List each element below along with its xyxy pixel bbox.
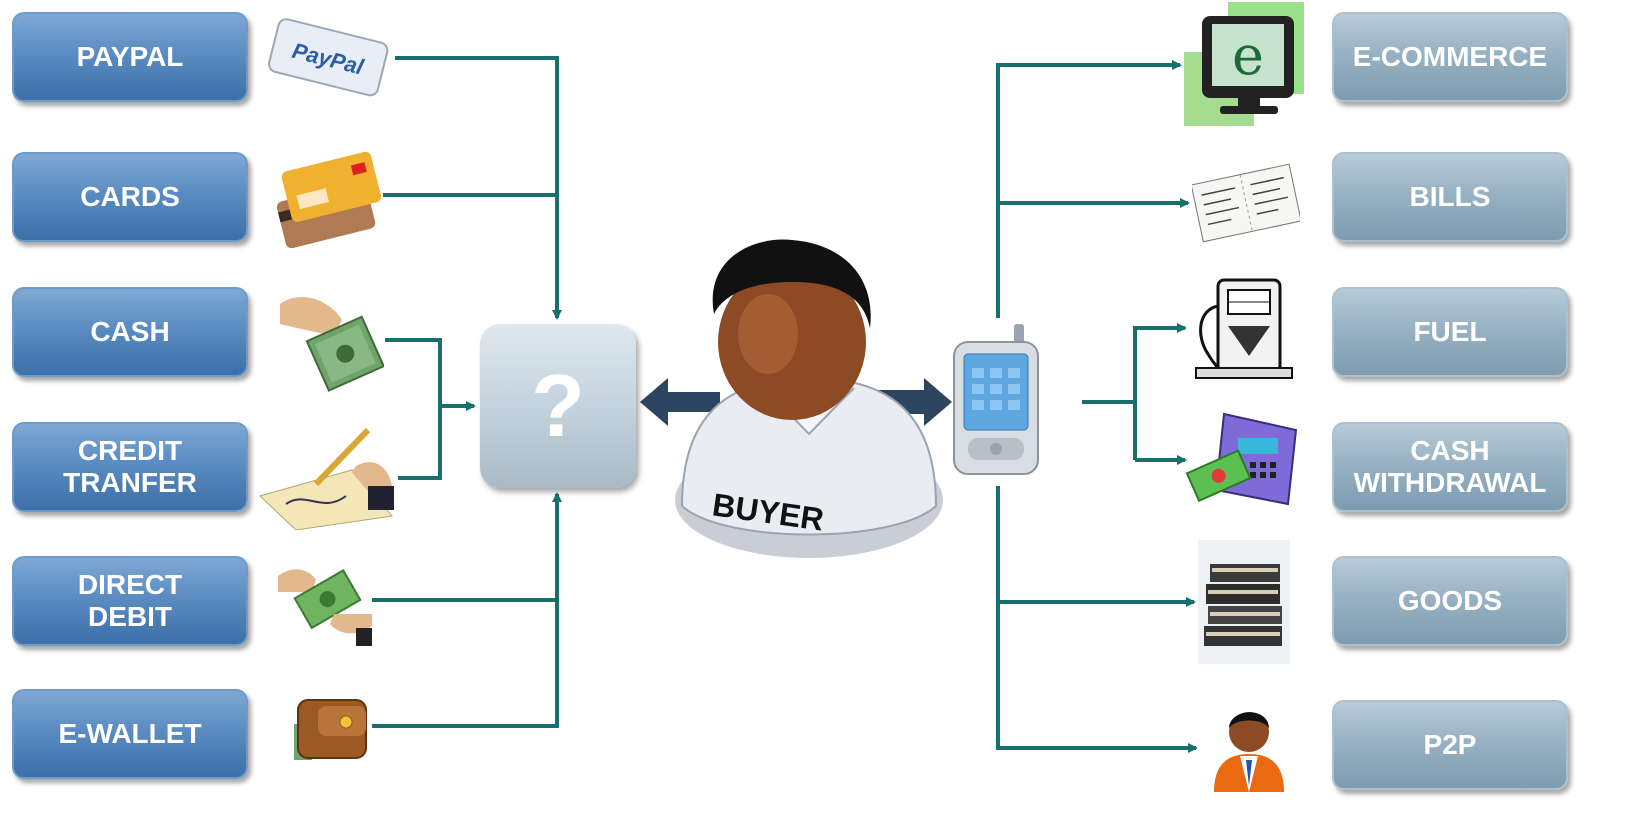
money-exchange-hands-icon	[278, 569, 372, 646]
books-icon	[1198, 540, 1290, 664]
credit-cards-icon	[276, 151, 382, 248]
connector-paypal	[395, 56, 562, 320]
cash-hand-icon	[280, 296, 384, 392]
connector-ecommerce	[996, 60, 1182, 318]
destination-box-cash-withdrawal[interactable]: CASH WITHDRAWAL	[1332, 422, 1568, 512]
bill-receipt-icon	[1192, 163, 1300, 243]
destination-box-goods[interactable]: GOODS	[1332, 556, 1568, 646]
atm-cash-icon	[1185, 412, 1298, 506]
svg-text:e: e	[1232, 24, 1264, 87]
e-monitor-icon: e	[1184, 2, 1304, 126]
source-box-paypal[interactable]: PAYPAL	[12, 12, 248, 102]
paypal-card-icon: PayPal	[268, 18, 389, 97]
destination-box-p2p[interactable]: P2P	[1332, 700, 1568, 790]
source-box-e-wallet[interactable]: E-WALLET	[12, 689, 248, 779]
signing-cheque-icon	[259, 427, 394, 530]
arrow-to-question	[640, 378, 720, 426]
connector-ewallet	[372, 492, 562, 728]
wallet-icon	[294, 699, 367, 760]
buyer-person-icon[interactable]	[664, 238, 954, 568]
person-icon	[1214, 712, 1284, 792]
mobile-phone-icon[interactable]	[948, 322, 1044, 480]
source-box-cards[interactable]: CARDS	[12, 152, 248, 242]
connector-p2p	[996, 486, 1198, 753]
connector-cash	[385, 338, 442, 480]
destination-box-e-commerce[interactable]: E-COMMERCE	[1332, 12, 1568, 102]
source-box-cash[interactable]: CASH	[12, 287, 248, 377]
connector-fuel	[1133, 323, 1187, 460]
source-box-credit-transfer[interactable]: CREDIT TRANFER	[12, 422, 248, 512]
fuel-pump-icon	[1195, 278, 1293, 379]
unknown-payment-box[interactable]: ?	[480, 324, 636, 488]
source-box-direct-debit[interactable]: DIRECT DEBIT	[12, 556, 248, 646]
destination-box-fuel[interactable]: FUEL	[1332, 287, 1568, 377]
destination-box-bills[interactable]: BILLS	[1332, 152, 1568, 242]
